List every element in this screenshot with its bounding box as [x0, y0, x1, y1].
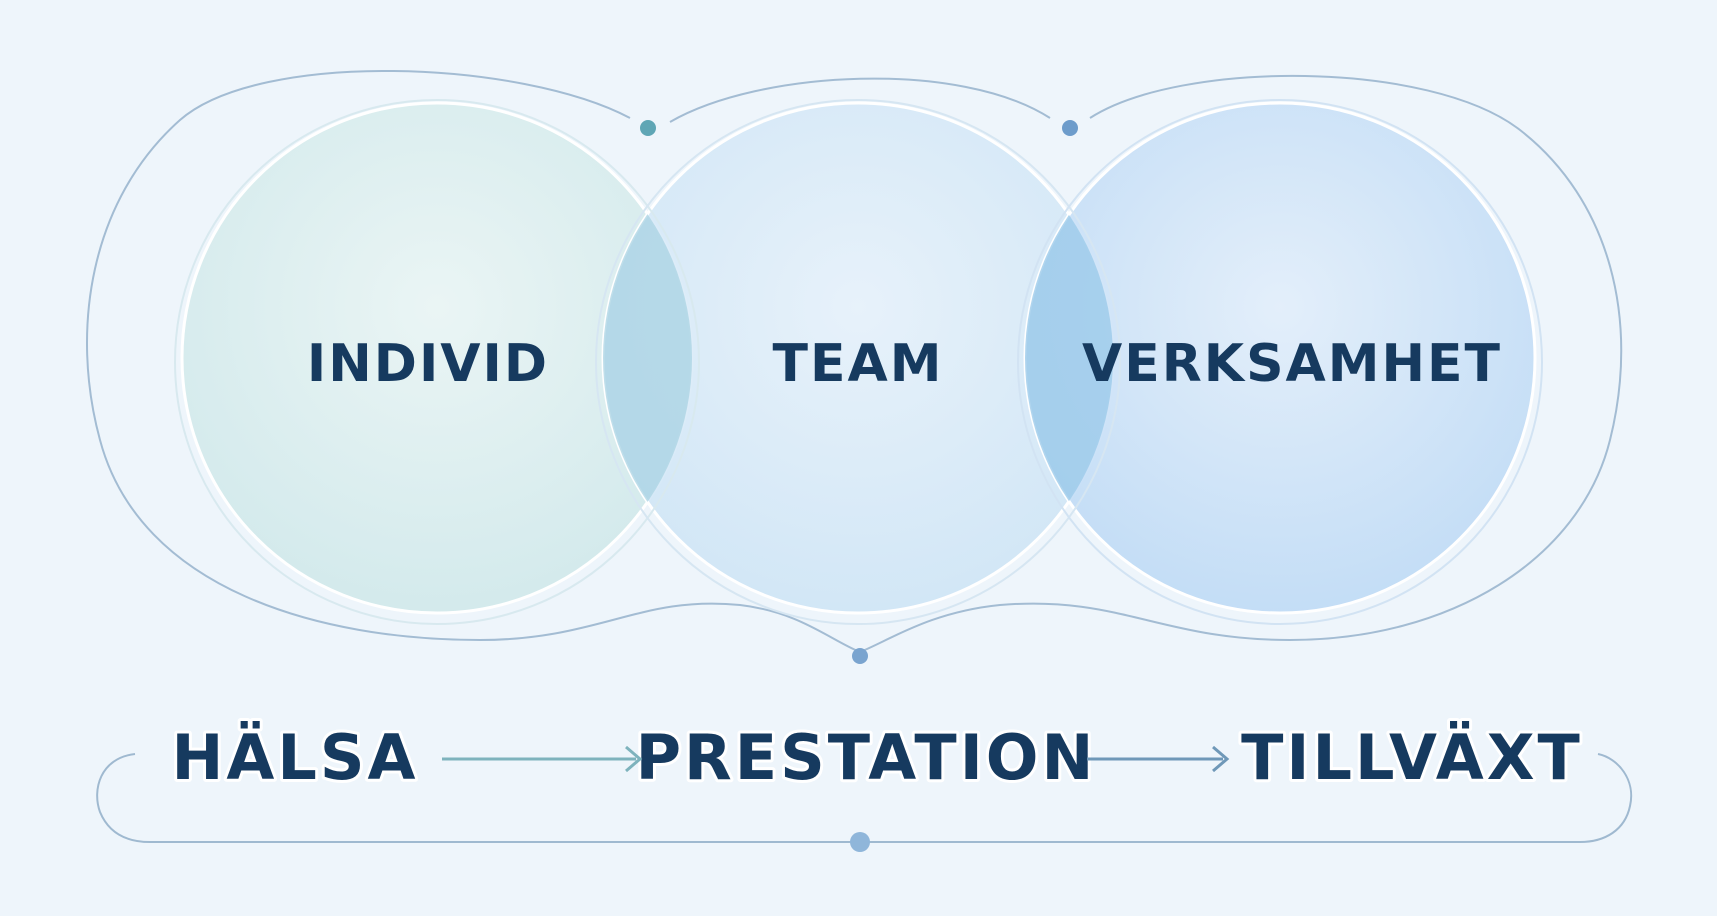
- venn-label-team: TEAM: [773, 334, 944, 394]
- flow-step-tillvaxt: TILLVÄXT: [1241, 721, 1583, 794]
- ring-individ: [174, 99, 700, 625]
- venn-label-individ: INDIVID: [307, 334, 549, 394]
- flow-arrow-1-icon: [442, 745, 643, 773]
- node-top-right: [1062, 120, 1078, 136]
- venn-label-verksamhet: VERKSAMHET: [1082, 334, 1502, 394]
- ring-verksamhet: [1017, 99, 1543, 625]
- flow-arrow-2-icon: [1087, 745, 1230, 773]
- outer-top-arc: [669, 77, 1051, 123]
- flow-step-prestation: PRESTATION: [636, 721, 1097, 794]
- node-bottom-center: [852, 648, 868, 664]
- node-top-left: [640, 120, 656, 136]
- flow-step-halsa: HÄLSA: [171, 721, 418, 794]
- flow-bracket-node: [850, 832, 870, 852]
- flow-bracket-outline: [96, 753, 1633, 843]
- ring-team: [595, 99, 1121, 625]
